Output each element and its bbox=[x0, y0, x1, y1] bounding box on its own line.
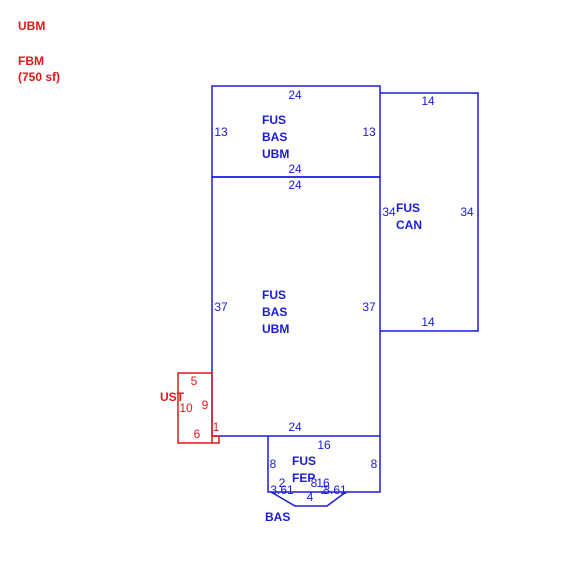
legend: UBM FBM (750 sf) bbox=[18, 18, 60, 85]
stoop-outline bbox=[177, 372, 213, 444]
canopy-right-dim: 34 bbox=[460, 205, 474, 219]
upper-label-1: FUS bbox=[262, 113, 286, 127]
bay-outline bbox=[270, 491, 347, 507]
canopy-outline bbox=[380, 92, 479, 332]
upper-bottom-dim: 24 bbox=[288, 162, 302, 176]
main-bottom-dim: 24 bbox=[288, 420, 302, 434]
bay-dim-4: 2 bbox=[321, 483, 328, 497]
canopy-label-1: FUS bbox=[396, 201, 420, 215]
legend-area: (750 sf) bbox=[18, 70, 61, 84]
stoop-bottom-dim: 6 bbox=[194, 427, 201, 441]
stoop-left-dim: 10 bbox=[179, 401, 193, 415]
legend-fbm: FBM bbox=[18, 54, 44, 68]
main-top-dim: 24 bbox=[288, 178, 302, 192]
stoop-tab bbox=[212, 435, 220, 444]
canopy-label-2: CAN bbox=[396, 218, 422, 232]
stoop-right-dim: 9 bbox=[202, 398, 209, 412]
red-outlines bbox=[177, 372, 220, 444]
stoop-top-dim: 5 bbox=[191, 374, 198, 388]
main-label-3: UBM bbox=[262, 322, 289, 336]
upper-label-3: UBM bbox=[262, 147, 289, 161]
porch-label-2: FEP bbox=[292, 471, 315, 485]
main-right-dim: 37 bbox=[362, 300, 376, 314]
main-section-outline bbox=[211, 176, 381, 437]
upper-top-dim: 24 bbox=[288, 88, 302, 102]
blue-outlines bbox=[211, 85, 479, 507]
main-label-2: BAS bbox=[262, 305, 287, 319]
bay-dim-5: 3.61 bbox=[323, 483, 347, 497]
porch-top-dim: 16 bbox=[317, 438, 331, 452]
canopy-top-dim: 14 bbox=[421, 94, 435, 108]
canopy-bottom-dim: 14 bbox=[421, 315, 435, 329]
porch-bas-label: BAS bbox=[265, 510, 290, 524]
main-label-1: FUS bbox=[262, 288, 286, 302]
stoop-small-dim: 1 bbox=[213, 420, 220, 434]
bay-dim-1: 3.61 bbox=[270, 483, 294, 497]
porch-right-dim: 8 bbox=[371, 457, 378, 471]
bay-dim-2: 2 bbox=[279, 476, 286, 490]
porch-outline bbox=[267, 436, 381, 493]
bay-dim-extra: 8 bbox=[311, 476, 318, 490]
porch-left-dim: 8 bbox=[270, 457, 277, 471]
main-left-dim: 37 bbox=[214, 300, 228, 314]
upper-label-2: BAS bbox=[262, 130, 287, 144]
legend-ubm: UBM bbox=[18, 19, 46, 33]
bay-dim-3: 4 bbox=[307, 490, 314, 504]
stoop-label: UST bbox=[160, 390, 185, 404]
upper-left-dim: 13 bbox=[214, 125, 228, 139]
porch-overlap-dim: 16 bbox=[316, 476, 330, 490]
canopy-left-dim: 34 bbox=[382, 205, 396, 219]
porch-label-1: FUS bbox=[292, 454, 316, 468]
upper-right-dim: 13 bbox=[362, 125, 376, 139]
